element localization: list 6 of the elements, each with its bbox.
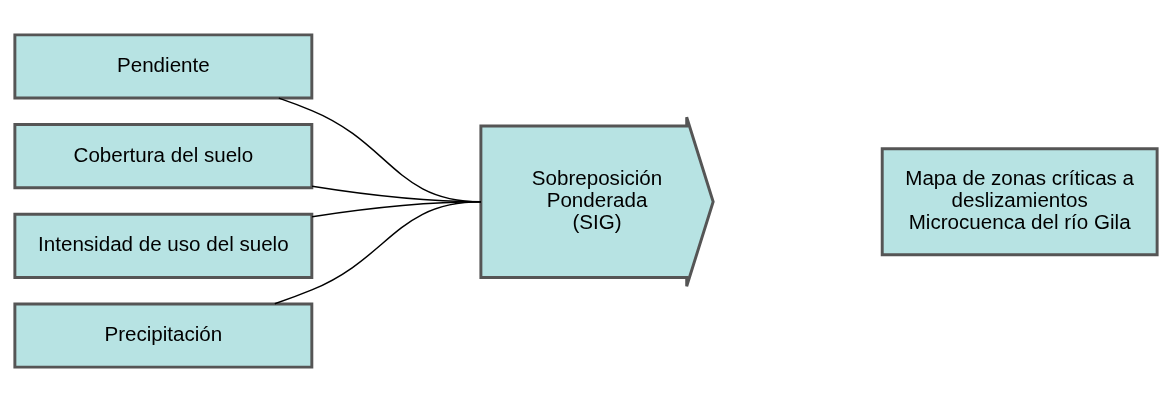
node-box: Precipitación: [13, 302, 314, 369]
node-box: Cobertura del suelo: [13, 123, 314, 190]
node-box: Pendiente: [13, 33, 314, 100]
connector: [274, 201, 482, 305]
node-box: Mapa de zonas críticas a deslizamientos Microcuenca del río Gila: [880, 147, 1159, 257]
node-box: Intensidad de uso del suelo: [13, 212, 314, 279]
